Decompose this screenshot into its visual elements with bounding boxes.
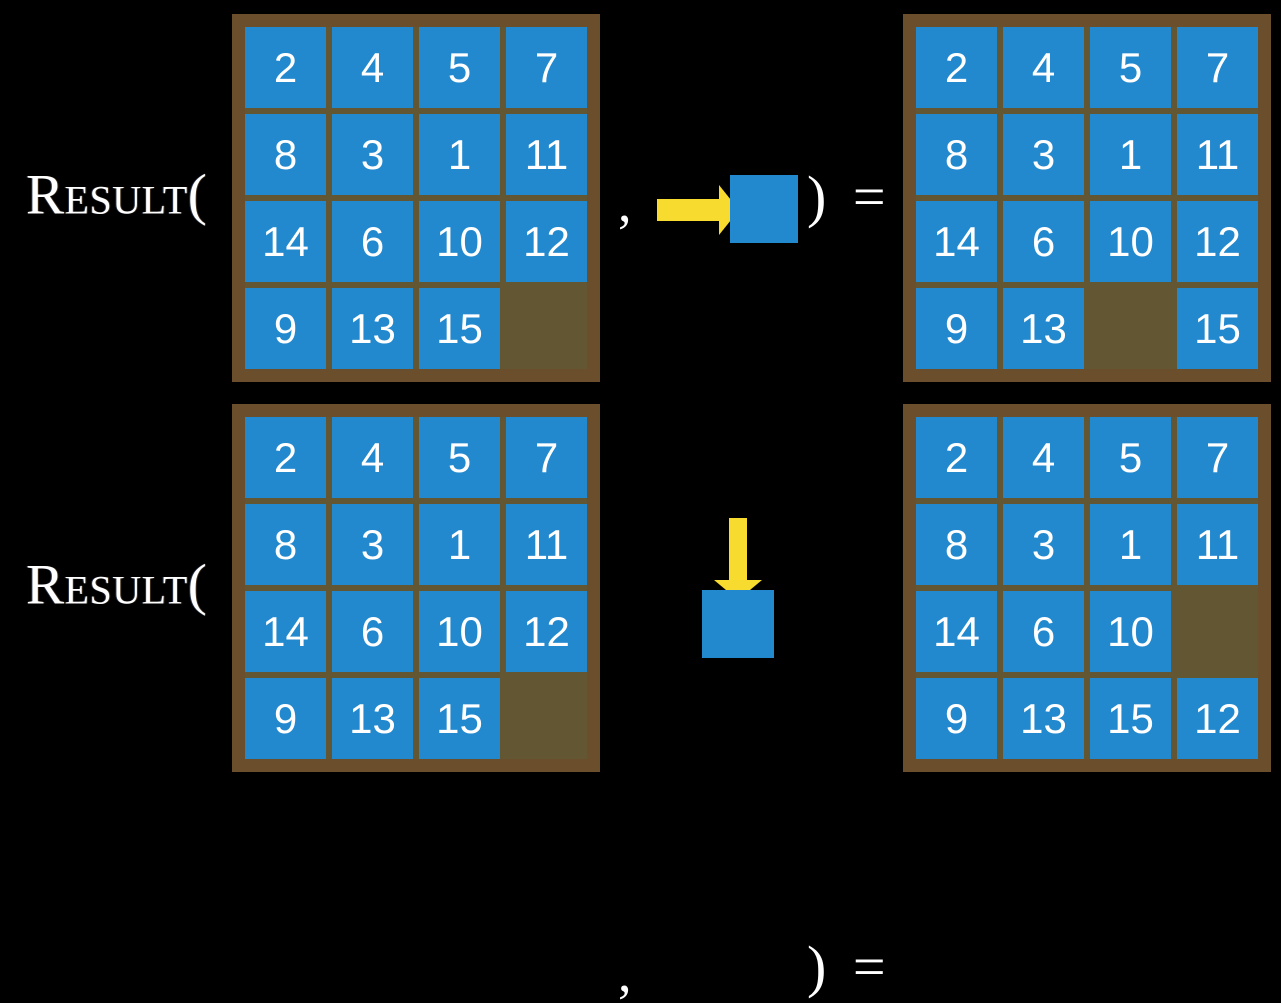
tile[interactable]: 5: [1090, 27, 1171, 108]
operand-tile-top[interactable]: [730, 175, 798, 243]
tile[interactable]: 10: [419, 591, 500, 672]
tile[interactable]: 5: [1090, 417, 1171, 498]
tile[interactable]: 4: [1003, 417, 1084, 498]
tile[interactable]: 13: [1003, 678, 1084, 759]
equation-row-bottom: Result( 2 4 5 7 8 3 1 11 14 6 10 12 9 13…: [0, 390, 1281, 1000]
tile[interactable]: 9: [916, 288, 997, 369]
result-label-top: Result(: [26, 163, 208, 227]
tile[interactable]: 7: [1177, 27, 1258, 108]
input-board-bottom-grid: 2 4 5 7 8 3 1 11 14 6 10 12 9 13 15: [245, 417, 587, 759]
tile[interactable]: 12: [1177, 201, 1258, 282]
tile[interactable]: 2: [245, 27, 326, 108]
tile[interactable]: 9: [916, 678, 997, 759]
tile[interactable]: 2: [916, 27, 997, 108]
tile[interactable]: 6: [1003, 201, 1084, 282]
tile[interactable]: 6: [1003, 591, 1084, 672]
arrow-shaft: [729, 518, 747, 582]
output-board-top-grid: 2 4 5 7 8 3 1 11 14 6 10 12 9 13 15: [916, 27, 1258, 369]
tile[interactable]: 4: [1003, 27, 1084, 108]
tile[interactable]: 15: [419, 678, 500, 759]
operand-tile-bottom[interactable]: [702, 590, 774, 658]
input-board-top-grid: 2 4 5 7 8 3 1 11 14 6 10 12 9 13 15: [245, 27, 587, 369]
tile[interactable]: 6: [332, 591, 413, 672]
tile[interactable]: 5: [419, 27, 500, 108]
blank-cell: [506, 678, 587, 759]
arrow-shaft: [657, 199, 721, 221]
tile[interactable]: 8: [245, 114, 326, 195]
tile[interactable]: 3: [1003, 504, 1084, 585]
tile[interactable]: 2: [916, 417, 997, 498]
tile[interactable]: 1: [1090, 504, 1171, 585]
tile[interactable]: 12: [506, 591, 587, 672]
blank-cell: [506, 288, 587, 369]
tile[interactable]: 7: [506, 417, 587, 498]
tile[interactable]: 12: [506, 201, 587, 282]
tile[interactable]: 2: [245, 417, 326, 498]
tile[interactable]: 11: [1177, 504, 1258, 585]
output-board-bottom-grid: 2 4 5 7 8 3 1 11 14 6 10 9 13 15 12: [916, 417, 1258, 759]
tile[interactable]: 14: [916, 591, 997, 672]
tile[interactable]: 1: [1090, 114, 1171, 195]
tile[interactable]: 12: [1177, 678, 1258, 759]
tile[interactable]: 11: [506, 114, 587, 195]
input-board-bottom: 2 4 5 7 8 3 1 11 14 6 10 12 9 13 15: [232, 404, 600, 772]
tile[interactable]: 15: [1090, 678, 1171, 759]
tile[interactable]: 10: [419, 201, 500, 282]
tile[interactable]: 3: [332, 504, 413, 585]
tile[interactable]: 9: [245, 288, 326, 369]
output-board-top: 2 4 5 7 8 3 1 11 14 6 10 12 9 13 15: [903, 14, 1271, 382]
tile[interactable]: 7: [1177, 417, 1258, 498]
output-board-bottom: 2 4 5 7 8 3 1 11 14 6 10 9 13 15 12: [903, 404, 1271, 772]
tile[interactable]: 13: [1003, 288, 1084, 369]
tile[interactable]: 14: [916, 201, 997, 282]
tile[interactable]: 14: [245, 591, 326, 672]
tile[interactable]: 13: [332, 288, 413, 369]
equation-row-top: Result( 2 4 5 7 8 3 1 11 14 6 10 12 9 13…: [0, 0, 1281, 390]
tile[interactable]: 8: [245, 504, 326, 585]
closing-equals-top: ) =: [807, 164, 892, 229]
result-label-bottom: Result(: [26, 553, 208, 617]
tile[interactable]: 7: [506, 27, 587, 108]
blank-cell: [1177, 591, 1258, 672]
input-board-top: 2 4 5 7 8 3 1 11 14 6 10 12 9 13 15: [232, 14, 600, 382]
tile[interactable]: 3: [332, 114, 413, 195]
tile[interactable]: 1: [419, 114, 500, 195]
tile[interactable]: 4: [332, 27, 413, 108]
tile[interactable]: 8: [916, 504, 997, 585]
comma-separator-top: ,: [618, 173, 632, 233]
tile[interactable]: 11: [506, 504, 587, 585]
tile[interactable]: 13: [332, 678, 413, 759]
tile[interactable]: 9: [245, 678, 326, 759]
tile[interactable]: 11: [1177, 114, 1258, 195]
tile[interactable]: 3: [1003, 114, 1084, 195]
comma-separator-bottom: ,: [618, 943, 632, 1003]
blank-cell: [1090, 288, 1171, 369]
tile[interactable]: 15: [419, 288, 500, 369]
tile[interactable]: 10: [1090, 591, 1171, 672]
tile[interactable]: 14: [245, 201, 326, 282]
tile[interactable]: 6: [332, 201, 413, 282]
tile[interactable]: 8: [916, 114, 997, 195]
tile[interactable]: 15: [1177, 288, 1258, 369]
tile[interactable]: 4: [332, 417, 413, 498]
tile[interactable]: 5: [419, 417, 500, 498]
closing-equals-bottom: ) =: [807, 934, 892, 999]
tile[interactable]: 1: [419, 504, 500, 585]
tile[interactable]: 10: [1090, 201, 1171, 282]
